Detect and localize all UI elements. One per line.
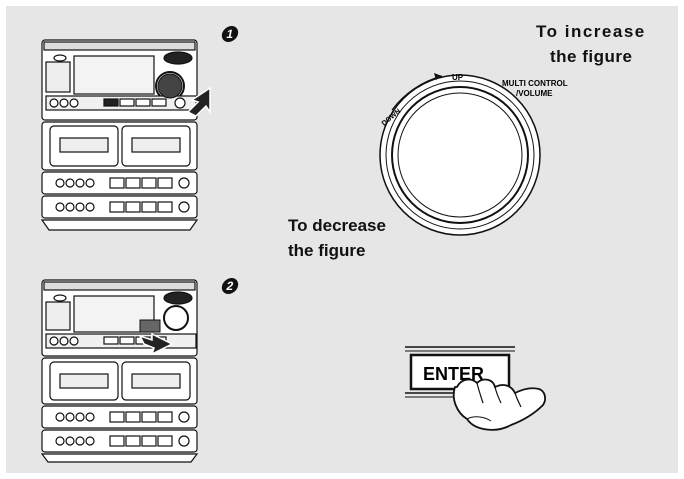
increase-label-line2: the figure (550, 47, 632, 67)
decrease-label-line2: the figure (288, 241, 365, 261)
enter-button-illustration: ENTER (405, 345, 555, 445)
multi-control-volume-knob: UP DOWN MULTI CONTROL /VOLUME (370, 70, 620, 240)
knob-label-line1: MULTI CONTROL (502, 79, 568, 88)
knob-up-label: UP (452, 73, 464, 82)
stereo-unit-illustration-2 (40, 278, 205, 463)
increase-label-line1: To increase (536, 22, 646, 42)
stereo-unit-illustration-1 (40, 38, 205, 233)
knob-label-line2: /VOLUME (516, 89, 553, 98)
